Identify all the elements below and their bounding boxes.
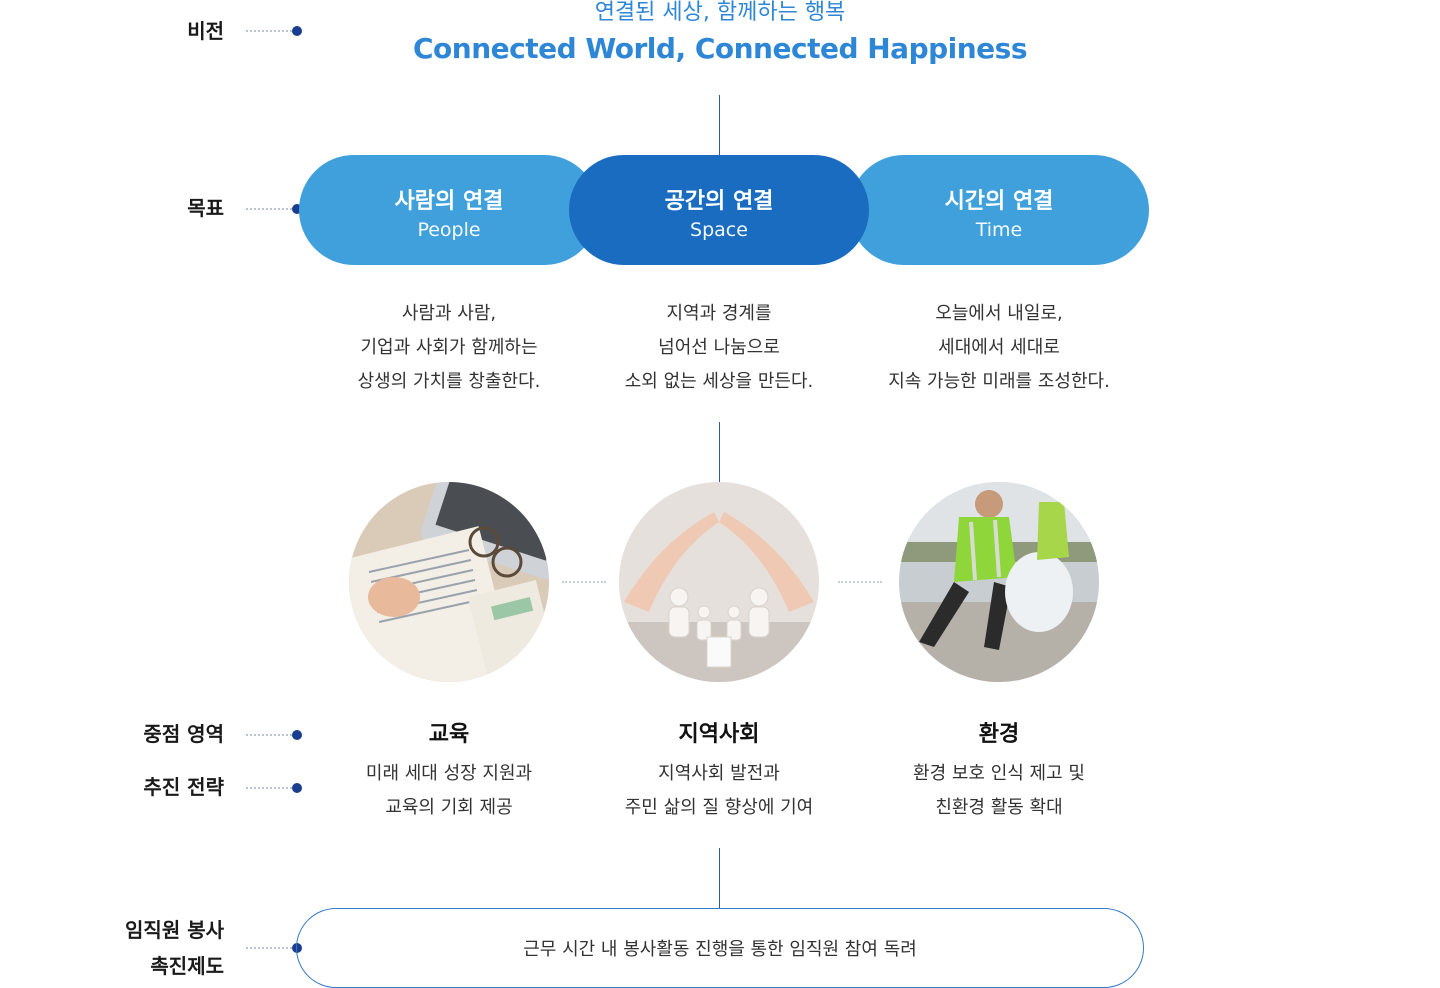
vline-goal-focus — [719, 422, 720, 482]
goal-pill-people: 사람의 연결 People — [299, 155, 599, 265]
label-strategy: 추진 전략 — [143, 775, 224, 799]
connector-goal — [246, 208, 292, 210]
goal-title: 공간의 연결 — [664, 189, 774, 214]
goal-title: 시간의 연결 — [944, 189, 1054, 214]
strategy-community: 지역사회 발전과 주민 삶의 질 향상에 기여 — [624, 763, 814, 818]
connector-focus — [246, 734, 292, 736]
focus-title-education: 교육 — [428, 722, 470, 747]
dot-vision — [292, 26, 302, 36]
label-vision: 비전 — [187, 19, 224, 43]
goal-subtitle: Space — [690, 219, 748, 241]
connector-strategy — [246, 787, 292, 789]
goal-desc-time: 오늘에서 내일로, 세대에서 세대로 지속 가능한 미래를 조성한다. — [888, 303, 1110, 392]
dash-2 — [838, 581, 882, 583]
volunteer-program-box: 근무 시간 내 봉사활동 진행을 통한 임직원 참여 독려 — [296, 908, 1144, 988]
goal-pill-space: 공간의 연결 Space — [569, 155, 869, 265]
focus-title-environment: 환경 — [978, 722, 1020, 747]
label-volunteer-2: 촉진제도 — [150, 954, 224, 978]
education-photo — [349, 482, 549, 682]
volunteer-program-text: 근무 시간 내 봉사활동 진행을 통한 임직원 참여 독려 — [523, 939, 917, 960]
environment-photo — [899, 482, 1099, 682]
vline-focus-volunteer — [719, 848, 720, 908]
focus-title-community: 지역사회 — [678, 722, 760, 747]
connector-vision — [246, 30, 292, 32]
dash-1 — [562, 581, 606, 583]
vision-english: Connected World, Connected Happiness — [412, 32, 1028, 65]
vline-vision-goal — [719, 95, 720, 155]
community-photo — [619, 482, 819, 682]
strategy-education: 미래 세대 성장 지원과 교육의 기회 제공 — [365, 763, 533, 818]
label-goal: 목표 — [187, 196, 224, 220]
dot-strategy — [292, 783, 302, 793]
label-volunteer-1: 임직원 봉사 — [125, 918, 224, 942]
strategy-environment: 환경 보호 인식 제고 및 친환경 활동 확대 — [913, 763, 1085, 818]
goal-desc-space: 지역과 경계를 넘어선 나눔으로 소외 없는 세상을 만든다. — [624, 303, 814, 392]
goal-subtitle: Time — [975, 219, 1023, 241]
goal-subtitle: People — [417, 219, 481, 241]
dot-goal — [292, 204, 302, 214]
goal-desc-people: 사람과 사람, 기업과 사회가 함께하는 상생의 가치를 창출한다. — [357, 303, 541, 392]
vision-korean: 연결된 세상, 함께하는 행복 — [594, 0, 846, 25]
goal-title: 사람의 연결 — [394, 189, 504, 214]
label-focus: 중점 영역 — [143, 722, 224, 746]
goal-pill-time: 시간의 연결 Time — [849, 155, 1149, 265]
dot-focus — [292, 730, 302, 740]
connector-volunteer — [246, 947, 292, 949]
